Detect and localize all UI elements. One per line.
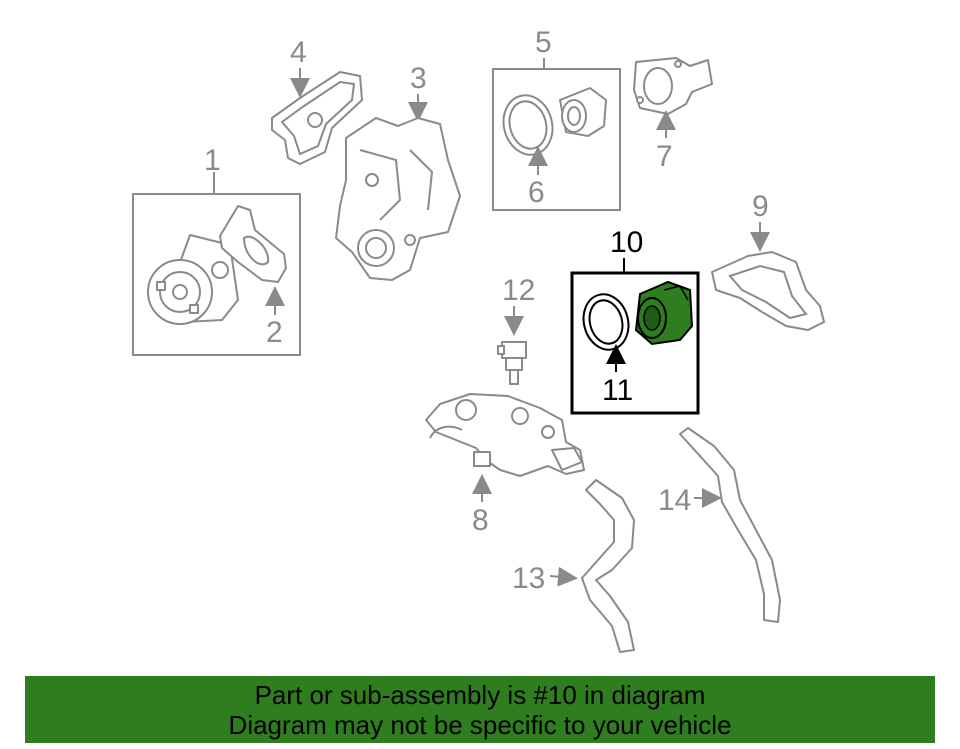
hose-13-group: 13	[512, 479, 635, 653]
callout-7[interactable]: 7	[656, 140, 673, 173]
notice-line-2: Diagram may not be specific to your vehi…	[228, 710, 732, 740]
housing-gasket	[711, 251, 825, 331]
callout-11[interactable]: 11	[602, 374, 633, 407]
temp-sensor	[497, 341, 527, 385]
callout-13[interactable]: 13	[512, 562, 545, 595]
water-outlet-group: 7	[633, 57, 713, 173]
hose-13	[581, 479, 635, 653]
thermostat-box	[492, 68, 621, 211]
water-pump-gasket	[219, 205, 287, 283]
thermostat-gasket	[502, 94, 554, 156]
timing-cover-group: 3	[335, 62, 461, 281]
water-pump-box	[132, 193, 301, 356]
highlighted-thermostat-part[interactable]	[634, 280, 694, 346]
thermostat-part	[559, 87, 607, 137]
hose-14	[679, 427, 781, 623]
housing-gasket-group: 9	[711, 190, 825, 331]
callout-6[interactable]: 6	[528, 176, 545, 209]
callout-1[interactable]: 1	[204, 144, 221, 177]
notice-banner: Part or sub-assembly is #10 in diagram D…	[25, 676, 935, 743]
callout-9[interactable]: 9	[752, 190, 769, 223]
callout-8[interactable]: 8	[472, 504, 489, 537]
callout-2[interactable]: 2	[266, 316, 283, 349]
thermostat-group: 5 6	[492, 26, 621, 211]
timing-cover	[335, 117, 461, 281]
housing-seal	[582, 293, 630, 351]
callout-3[interactable]: 3	[410, 62, 427, 95]
hose-14-group: 14	[658, 427, 781, 623]
highlighted-assembly-box	[570, 271, 700, 415]
water-pump-group: 1 2	[132, 144, 301, 356]
callout-14[interactable]: 14	[658, 484, 691, 517]
notice-line-1: Part or sub-assembly is #10 in diagram	[254, 680, 706, 710]
temp-sensor-group: 12	[497, 274, 535, 385]
water-pump-part	[147, 234, 239, 325]
cover-gasket-group: 4	[271, 36, 363, 165]
thermostat-housing-group: 10 11	[570, 226, 700, 415]
callout-12[interactable]: 12	[502, 274, 535, 307]
coolant-housing-group: 8	[425, 393, 585, 537]
callout-10[interactable]: 10	[610, 226, 643, 259]
callout-5[interactable]: 5	[535, 26, 552, 59]
callout-4[interactable]: 4	[290, 36, 307, 69]
